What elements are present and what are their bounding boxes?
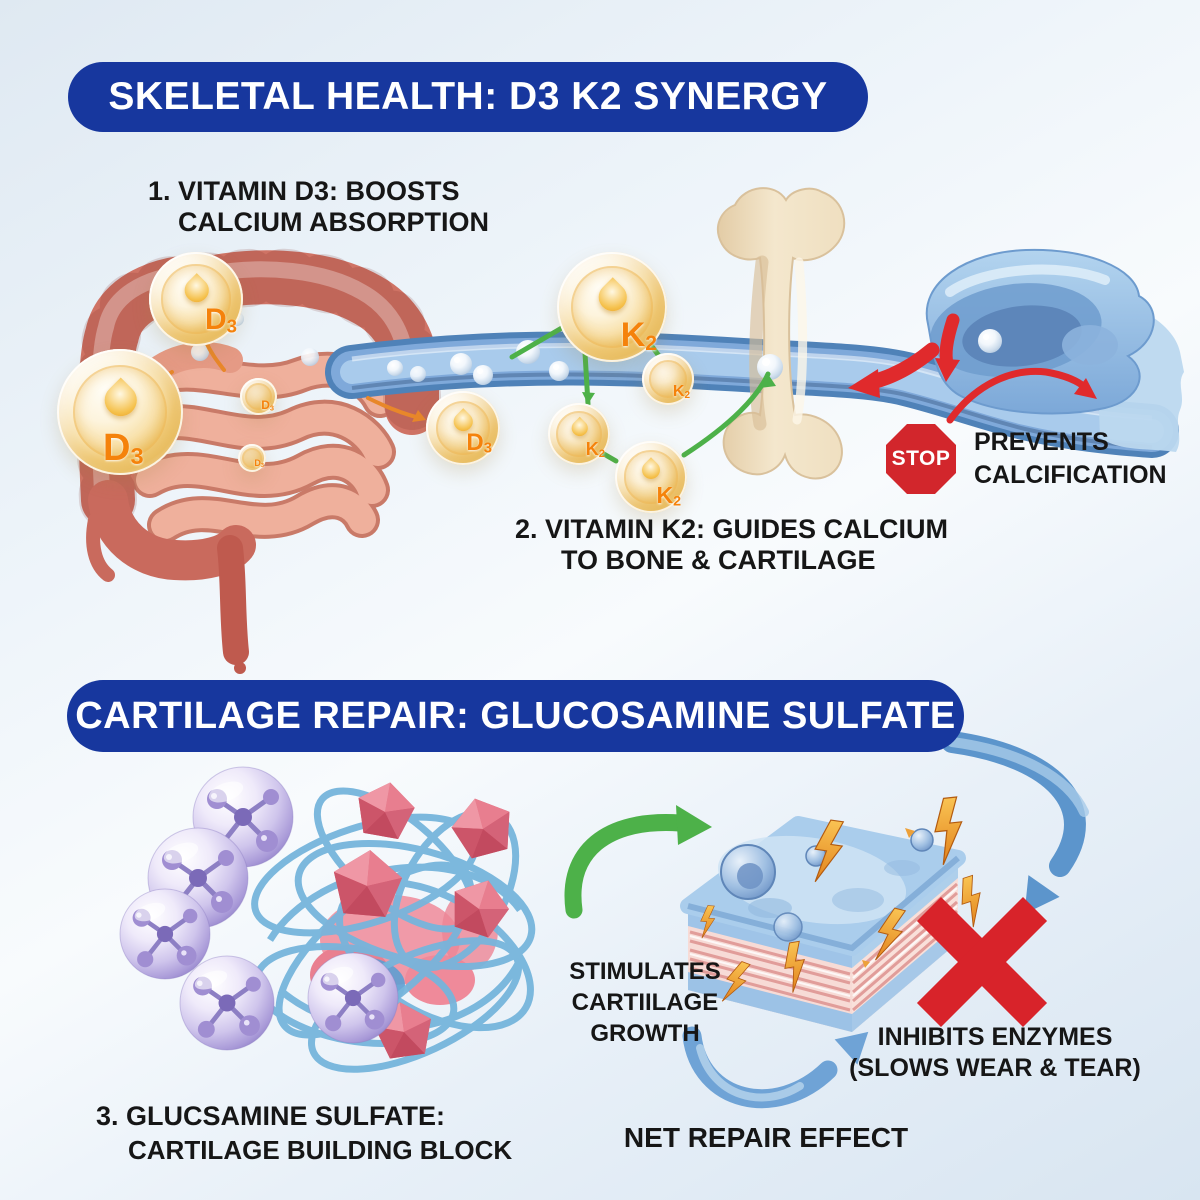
d3-bubble: D3	[238, 444, 266, 472]
oil-drop-icon	[638, 457, 665, 483]
step2-line2: TO BONE & CARTILAGE	[561, 545, 876, 576]
k2-label: K2	[620, 316, 657, 355]
oil-drop-icon	[179, 273, 214, 307]
d3-label: D3	[466, 429, 492, 458]
inhibits-line2: (SLOWS WEAR & TEAR)	[849, 1054, 1141, 1083]
step1-line1: 1. VITAMIN D3: BOOSTS	[148, 176, 460, 206]
net-repair-caption: NET REPAIR EFFECT	[616, 1122, 916, 1154]
d3-label: D3	[254, 458, 264, 470]
k2-bubble: K2	[615, 441, 687, 513]
stimulates-line1: STIMULATES	[569, 958, 721, 985]
stimulates-line3: GROWTH	[590, 1020, 700, 1048]
section2-banner: CARTILAGE REPAIR: GLUCOSAMINE SULFATE	[67, 680, 964, 752]
section1-banner-title: SKELETAL HEALTH: D3 K2 SYNERGY	[108, 75, 828, 118]
d3-label: D3	[204, 303, 237, 337]
artery-illustration	[925, 248, 1155, 415]
proteoglycan-polyhedra	[330, 777, 519, 1061]
inhibits-caption: INHIBITS ENZYMES (SLOWS WEAR & TEAR)	[830, 1022, 1160, 1085]
stimulates-line2: CARTIILAGE	[571, 989, 719, 1017]
glucosamine-molecules-illustration	[119, 766, 399, 1051]
oil-drop-icon	[593, 277, 632, 316]
step3-line1: 3. GLUCSAMINE SULFATE:	[96, 1101, 446, 1131]
d3-label: D3	[261, 398, 274, 413]
d3-bubble: D3	[57, 349, 183, 475]
step1-line2: CALCIUM ABSORPTION	[178, 207, 489, 238]
step3-line2: CARTILAGE BUILDING BLOCK	[128, 1134, 513, 1165]
d3-bubble: D3	[426, 391, 500, 465]
bone-illustration	[716, 187, 846, 480]
oil-drop-icon	[98, 377, 143, 423]
k2-label: K2	[656, 482, 681, 510]
calcification-arrows	[848, 313, 1097, 424]
k2-label: K2	[585, 438, 605, 460]
prevents-line2: CALCIFICATION	[974, 460, 1167, 489]
stimulates-arrow	[564, 805, 712, 919]
step3-caption: 3. GLUCSAMINE SULFATE: CARTILAGE BUILDIN…	[96, 1100, 512, 1166]
net-repair-label: NET REPAIR EFFECT	[623, 1122, 909, 1153]
k2-bubble: K2	[548, 403, 610, 465]
k2-label: K2	[672, 383, 690, 402]
k2-bubble: K2	[642, 353, 694, 405]
step2-line1: 2. VITAMIN K2: GUIDES CALCIUM	[515, 514, 949, 544]
section1-banner: SKELETAL HEALTH: D3 K2 SYNERGY	[68, 62, 868, 132]
inhibits-arrow	[941, 731, 1089, 914]
step1-caption: 1. VITAMIN D3: BOOSTS CALCIUM ABSORPTION	[148, 176, 489, 239]
stop-octagon-icon: STOP	[886, 424, 956, 494]
cartilage-matrix-illustration	[251, 787, 536, 1073]
step2-caption: 2. VITAMIN K2: GUIDES CALCIUM TO BONE & …	[515, 514, 948, 577]
prevents-line1: PREVENTS	[974, 428, 1109, 456]
stimulates-caption: STIMULATES CARTIILAGE GROWTH	[540, 956, 750, 1050]
d3-bubble: D3	[149, 252, 243, 346]
d3-bubble: D3	[240, 378, 277, 415]
red-x-icon	[916, 896, 1048, 1028]
k2-bubble: K2	[557, 252, 667, 362]
d3-label: D3	[103, 427, 144, 470]
inhibits-line1: INHIBITS ENZYMES	[877, 1023, 1113, 1051]
prevents-caption: PREVENTS CALCIFICATION	[974, 426, 1167, 491]
section2-banner-title: CARTILAGE REPAIR: GLUCOSAMINE SULFATE	[75, 694, 956, 737]
oil-drop-icon	[568, 417, 591, 440]
stop-label: STOP	[891, 447, 951, 470]
